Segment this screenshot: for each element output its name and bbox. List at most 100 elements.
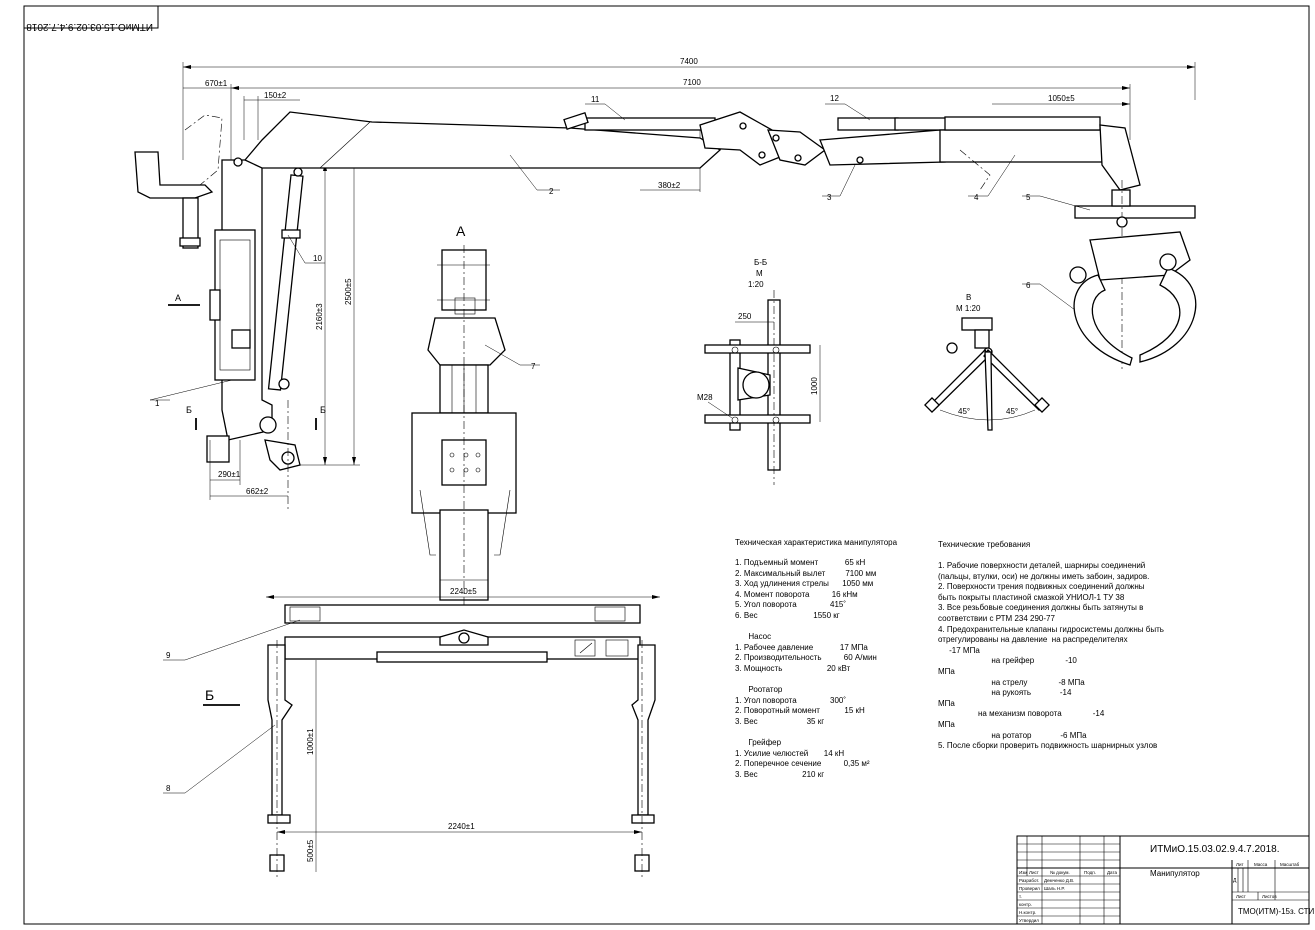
tb-name: Манипулятор xyxy=(1150,869,1200,878)
tech-req-title: Технические требования xyxy=(938,540,1031,549)
tb-col-ndoc: № докум. xyxy=(1050,870,1070,875)
callout-3: 3 xyxy=(827,193,832,202)
tech-req-line: -17 МПа xyxy=(938,645,980,655)
tb-col-podp: Подп. xyxy=(1084,870,1096,875)
sheet-frame xyxy=(23,5,1310,925)
tech-spec-line: 3. Мощность 20 кВт xyxy=(735,663,851,673)
callout-7: 7 xyxy=(531,362,536,371)
tech-req-line: 2. Поверхности трения подвижных соединен… xyxy=(938,582,1145,592)
dim-bb-m28: M28 xyxy=(697,393,713,402)
dim-290: 290±1 xyxy=(218,470,241,479)
tb-list: Лист xyxy=(1236,894,1246,899)
tech-spec-line: 1. Усилие челюстей 14 кН xyxy=(735,748,845,758)
section-a-left: A xyxy=(175,293,181,303)
tech-spec-line xyxy=(735,622,877,633)
tech-spec-line: 3. Вес 210 кг xyxy=(735,769,825,779)
tech-spec-line xyxy=(735,675,877,686)
tech-spec-line: 2. Производительность 60 А/мин xyxy=(735,653,877,663)
section-v: В М 1:20 45° 45° xyxy=(924,293,1050,431)
section-v-scale: М 1:20 xyxy=(956,304,981,313)
callouts: 1 2 3 4 5 6 7 8 9 10 11 12 xyxy=(149,94,1091,794)
dim-380: 380±2 xyxy=(658,181,681,190)
section-bb-scale-m: М xyxy=(756,269,763,278)
tech-req-line: на механизм поворота -14 xyxy=(938,709,1105,719)
tech-req-line: МПа xyxy=(938,698,955,708)
tb-row-razrab-name: Демченко Д.В. xyxy=(1044,878,1074,883)
callout-10: 10 xyxy=(313,254,322,263)
dim-150: 150±2 xyxy=(264,91,287,100)
side-view-boom xyxy=(243,111,1197,370)
tech-spec-line: Грейфер xyxy=(735,738,782,748)
tb-lit: Лит xyxy=(1236,862,1244,867)
tech-spec-line: 2. Поворотный момент 15 кН xyxy=(735,706,865,716)
tb-col-data: Дата xyxy=(1107,870,1117,875)
tech-spec-line: 6. Вес 1550 кг xyxy=(735,610,840,620)
tech-req-line: на ротатор -6 МПа xyxy=(938,730,1087,740)
dim-2160: 2160±3 xyxy=(315,303,324,330)
tech-spec-title: Техническая характеристика манипулятора xyxy=(735,538,898,547)
tb-row-prover: Проверил xyxy=(1019,886,1040,891)
side-view-column: 2160±3 2500±5 290±1 662±2 A Б Б xyxy=(134,114,360,510)
angle-45-left: 45° xyxy=(958,407,970,416)
tech-spec-line: 2. Поперечное сечение 0,35 м² xyxy=(735,759,870,769)
dim-1050: 1050±5 xyxy=(1048,94,1075,103)
tech-spec-line: Насос xyxy=(735,632,772,642)
tech-req-line: МПа xyxy=(938,719,955,729)
callout-9: 9 xyxy=(166,651,171,660)
view-b-base: Б 2240±5 1000±1 500±5 2240±1 xyxy=(203,587,660,880)
tech-spec-line: 3. Вес 35 кг xyxy=(735,716,825,726)
tech-req-line: 5. После сборки проверить подвижность ша… xyxy=(938,741,1158,751)
tech-req-line: 3. Все резьбовые соединения должны быть … xyxy=(938,603,1144,613)
title-block: ИТМиО.15.03.02.9.4.7.2018. Манипулятор Т… xyxy=(1016,835,1314,925)
tech-req-list: 1. Рабочие поверхности деталей, шарниры … xyxy=(938,561,1164,752)
tb-lit-val: Д xyxy=(1233,878,1237,884)
tb-row-nkontr: Н.контр. xyxy=(1019,910,1036,915)
view-a-label: A xyxy=(456,223,466,239)
tb-row-prover-name: Шаль Н.Р. xyxy=(1044,886,1065,891)
dim-2240-top: 2240±5 xyxy=(450,587,477,596)
tb-row-tkontr: т. xyxy=(1019,894,1022,899)
dim-boom-reach: 7100 xyxy=(683,78,701,87)
tech-req-line: на стрелу -8 МПа xyxy=(938,677,1085,687)
top-dimensions: 7400 7100 670±1 150±2 1050±5 380±2 xyxy=(182,57,1196,192)
tb-masshtab: Масштаб xyxy=(1280,862,1300,867)
tech-req-line: соответствии с РТМ 234 290-77 xyxy=(938,613,1055,623)
tech-spec-line: 1. Угол поворота 300˚ xyxy=(735,695,847,705)
angle-45-right: 45° xyxy=(1006,407,1018,416)
dim-2240-bottom: 2240±1 xyxy=(448,822,475,831)
tech-req-line: быть покрыты пластиной смазкой УНИОЛ-1 Т… xyxy=(938,592,1125,602)
tb-listov: Листов xyxy=(1262,894,1277,899)
section-bb-scale: 1:20 xyxy=(748,280,764,289)
callout-2: 2 xyxy=(549,187,554,196)
tb-row-utv: Утвердил xyxy=(1019,918,1039,923)
callout-8: 8 xyxy=(166,784,171,793)
callout-1: 1 xyxy=(155,399,160,408)
section-bb-title: Б-Б xyxy=(754,258,767,267)
dim-bb-1000: 1000 xyxy=(810,377,819,395)
tech-spec-line: Роотатор xyxy=(735,685,783,695)
dim-670: 670±1 xyxy=(205,79,228,88)
tech-spec-line: 5. Угол поворота 415˚ xyxy=(735,600,847,610)
dim-bb-250: 250 xyxy=(738,312,752,321)
tech-req-line: МПа xyxy=(938,666,955,676)
dim-1000: 1000±1 xyxy=(306,728,315,755)
dim-overall: 7400 xyxy=(680,57,698,66)
tech-spec-line: 1. Подъемный момент 65 кН xyxy=(735,558,866,567)
tech-spec-line: 1. Рабочее давление 17 МПа xyxy=(735,642,868,652)
callout-11: 11 xyxy=(591,95,600,104)
stamp-rotated-text: ИТМиО.15.03.02.9.4.7.2018 xyxy=(26,21,153,32)
callout-12: 12 xyxy=(830,94,839,103)
section-b-right: Б xyxy=(320,405,326,415)
tech-req-line: на грейфер -10 xyxy=(938,656,1077,666)
dim-500: 500±5 xyxy=(306,839,315,862)
section-bb: Б-Б М 1:20 250 1000 M28 xyxy=(697,258,821,485)
tb-massa: Масса xyxy=(1254,862,1268,867)
tech-req-line: 4. Предохранительные клапаны гидросистем… xyxy=(938,624,1164,634)
tech-req-line: отрегулированы на давление на распредели… xyxy=(938,635,1128,645)
tech-spec-line: 3. Ход удлинения стрелы 1050 мм xyxy=(735,579,874,589)
tb-org: ТМО(ИТМ)-15з. СТИ xyxy=(1238,907,1314,916)
tech-spec-line xyxy=(735,728,877,739)
tb-col-izm: Изм xyxy=(1019,870,1027,875)
